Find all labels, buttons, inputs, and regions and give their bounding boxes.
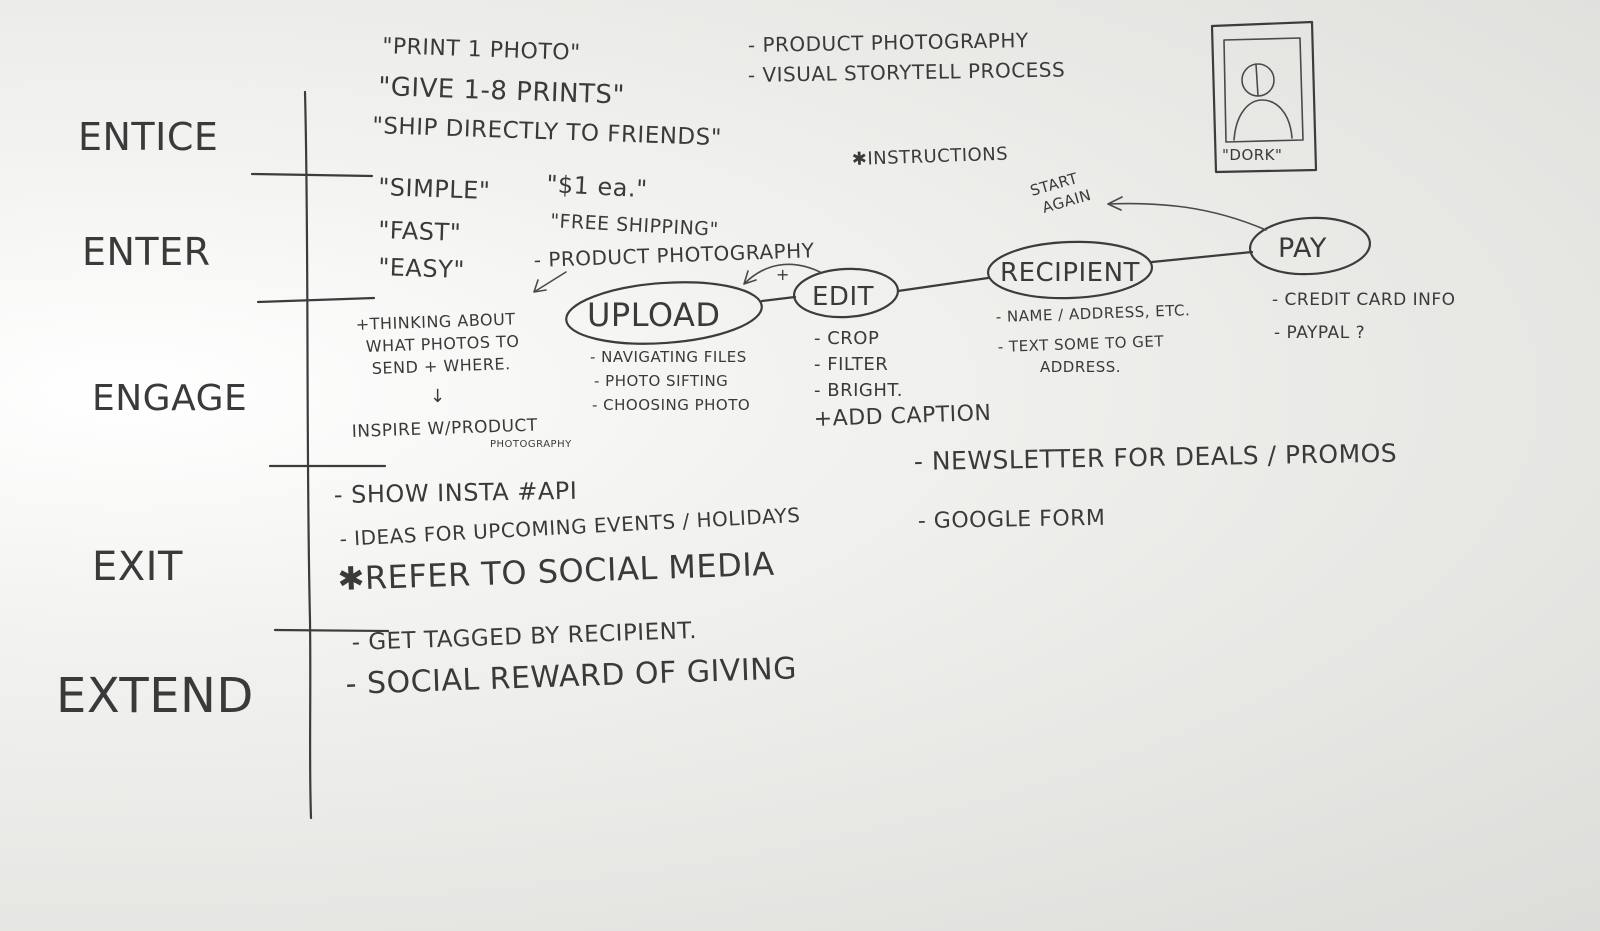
photo-frame-sketch: "DORK" <box>1210 20 1318 174</box>
connector-edit-recipient <box>896 276 990 293</box>
flow-node-recipient: RECIPIENT <box>986 240 1154 300</box>
flow-node-pay: PAY <box>1248 216 1372 276</box>
stage-label-extend: EXTEND <box>56 668 254 724</box>
entice-note-product-photography: - PRODUCT PHOTOGRAPHY <box>748 28 1029 57</box>
entice-quote-print: "PRINT 1 PHOTO" <box>382 34 581 66</box>
connector-upload-edit <box>760 295 797 303</box>
exit-refer-social: ✱REFER TO SOCIAL MEDIA <box>337 545 775 598</box>
connector-edit-back-to-upload <box>743 263 821 285</box>
entice-quote-give: "GIVE 1-8 PRINTS" <box>378 72 626 111</box>
recipient-note-text: - TEXT SOME TO GET <box>998 332 1165 356</box>
exit-show-insta: - SHOW INSTA #API <box>334 477 578 509</box>
recipient-note-name: - NAME / ADDRESS, ETC. <box>996 301 1191 326</box>
engage-inspire-sub: PHOTOGRAPHY <box>490 439 572 450</box>
edit-add-caption: +ADD CAPTION <box>813 401 992 432</box>
flow-label-edit: EDIT <box>812 282 874 312</box>
extend-social-reward: - SOCIAL REWARD OF GIVING <box>345 651 797 702</box>
entice-quote-ship: "SHIP DIRECTLY TO FRIENDS" <box>372 113 722 151</box>
upload-note-sifting: - PHOTO SIFTING <box>594 372 728 390</box>
arrow-to-thinking <box>533 271 567 293</box>
enter-free-shipping: "FREE SHIPPING" <box>550 210 719 241</box>
flow-node-upload: UPLOAD <box>565 281 763 345</box>
flow-plus-sign: + <box>776 265 790 284</box>
sketch-caption-dork: "DORK" <box>1222 146 1282 164</box>
stage-label-enter: ENTER <box>82 230 211 274</box>
edit-note-filter: - FILTER <box>814 354 888 375</box>
extend-get-tagged: - GET TAGGED BY RECIPIENT. <box>351 618 697 656</box>
enter-quote-easy: "EASY" <box>378 253 465 284</box>
pay-note-paypal: - PAYPAL ? <box>1274 323 1365 343</box>
upload-note-navigating: - NAVIGATING FILES <box>590 348 747 366</box>
flow-label-pay: PAY <box>1278 233 1327 264</box>
row-separator-enter-engage <box>256 296 376 304</box>
entice-note-visual-storytell: - VISUAL STORYTELL PROCESS <box>748 57 1066 87</box>
stage-label-exit: EXIT <box>92 544 183 590</box>
connector-recipient-pay <box>1150 250 1254 264</box>
enter-quote-simple: "SIMPLE" <box>378 173 491 205</box>
exit-ideas-events: - IDEAS FOR UPCOMING EVENTS / HOLIDAYS <box>339 503 801 551</box>
engage-thinking-line1: +THINKING ABOUT <box>355 309 515 334</box>
flow-label-recipient: RECIPIENT <box>1000 258 1140 288</box>
enter-price: "$1 ea." <box>546 170 649 203</box>
engage-thinking-line3: SEND + WHERE. <box>371 354 510 378</box>
engage-down-arrow: ↓ <box>430 386 446 407</box>
exit-newsletter: - NEWSLETTER FOR DEALS / PROMOS <box>914 439 1398 476</box>
row-separator-entice-enter <box>250 172 374 178</box>
upload-note-choosing: - CHOOSING PHOTO <box>592 396 750 414</box>
connector-pay-start-again <box>1107 196 1267 231</box>
stage-label-entice: ENTICE <box>78 115 218 159</box>
flow-label-upload: UPLOAD <box>587 296 721 334</box>
row-separator-exit-extend <box>273 628 390 633</box>
stage-label-engage: ENGAGE <box>92 378 247 419</box>
enter-instructions: ✱INSTRUCTIONS <box>851 144 1008 170</box>
pay-note-credit-card: - CREDIT CARD INFO <box>1272 290 1456 310</box>
edit-note-bright: - BRIGHT. <box>814 380 903 401</box>
edit-note-crop: - CROP <box>814 328 879 349</box>
vertical-divider-line <box>303 90 313 820</box>
exit-google-form: - GOOGLE FORM <box>918 506 1106 534</box>
engage-thinking-line2: WHAT PHOTOS TO <box>365 332 519 356</box>
recipient-note-address: ADDRESS. <box>1040 358 1121 376</box>
flow-node-edit: EDIT <box>792 267 900 319</box>
enter-quote-fast: "FAST" <box>378 216 462 247</box>
